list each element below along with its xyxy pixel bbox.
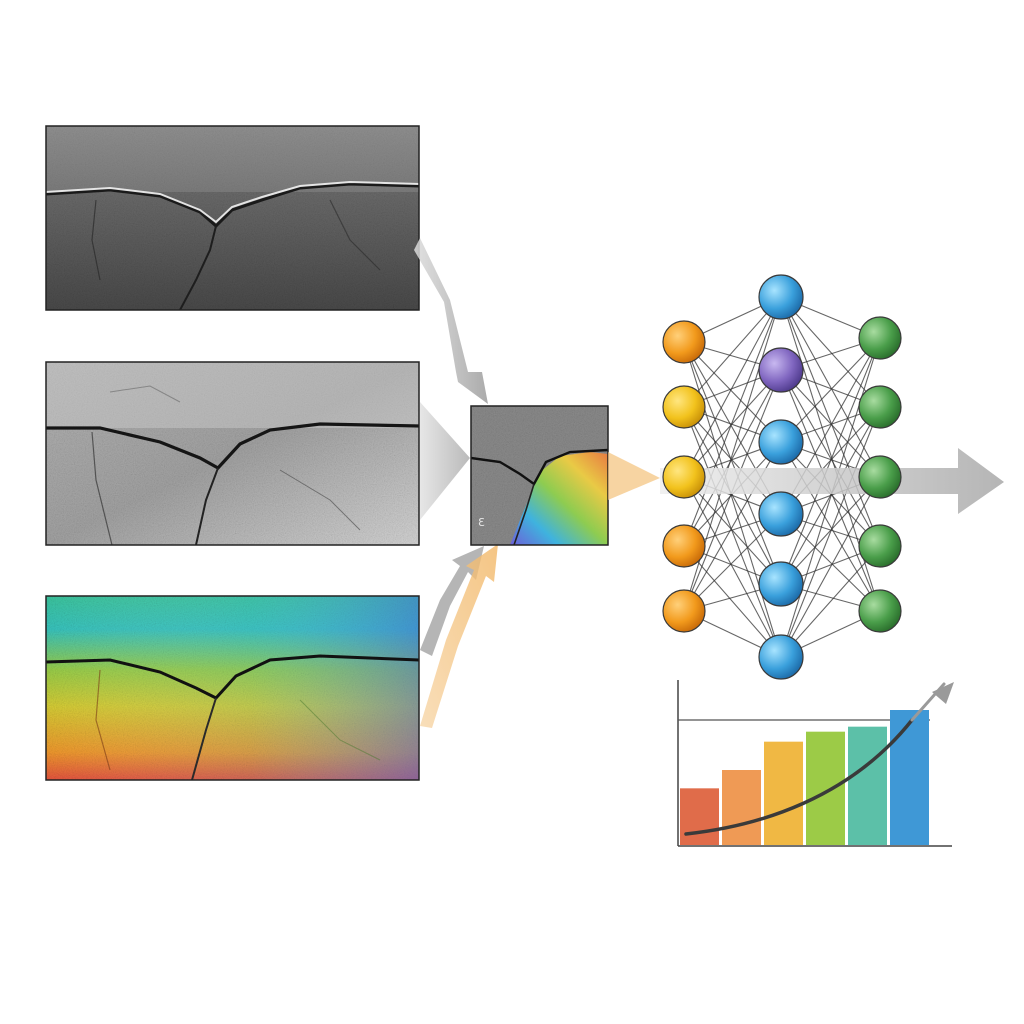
network-node-l3-4 <box>858 524 902 568</box>
fused-image-patch: Ɛ <box>471 406 608 545</box>
input-image-heatmap <box>46 596 419 780</box>
network-node-l1-3 <box>662 455 706 499</box>
chart-bar-3 <box>764 741 803 845</box>
chart-bar-5 <box>848 726 887 845</box>
input-image-grayscale <box>46 126 419 310</box>
chart-bar-6 <box>890 710 929 845</box>
chart-bar-2 <box>722 770 761 845</box>
network-edge <box>780 369 881 478</box>
arrow-orange-from-input-3 <box>420 544 498 728</box>
network-node-l3-3 <box>858 455 902 499</box>
chart-trend-arrowhead-tip <box>932 682 954 704</box>
network-edge <box>683 341 782 443</box>
input-2-frame <box>45 361 420 546</box>
network-edge <box>780 406 881 658</box>
network-edge <box>683 513 782 612</box>
fusion-arrows <box>414 238 498 728</box>
arrow-from-input-3 <box>420 546 484 656</box>
input-1-frame <box>45 125 420 311</box>
network-node-l1-2 <box>662 385 706 429</box>
network-edge <box>683 369 782 547</box>
network-edge <box>780 337 881 443</box>
network-edge <box>780 476 881 658</box>
network-node-l2-5 <box>758 561 804 607</box>
chart-trend-curve <box>684 718 914 836</box>
arrow-from-input-1 <box>414 238 488 404</box>
network-edge <box>780 513 881 612</box>
input-image-light-grayscale <box>46 362 419 545</box>
network-edge <box>683 296 782 478</box>
arrow-patch-to-network <box>608 452 660 500</box>
network-node-l3-5 <box>858 589 902 633</box>
network-edge <box>683 296 782 408</box>
network-edge <box>780 296 881 408</box>
input-3-frame <box>45 595 420 781</box>
network-nodes <box>662 274 902 680</box>
network-edge <box>683 296 782 547</box>
network-node-l2-3 <box>758 419 804 465</box>
network-edge <box>683 476 782 658</box>
network-edge <box>780 406 881 585</box>
chart-bar-4 <box>806 731 845 845</box>
network-node-l2-1 <box>758 274 804 320</box>
network-edge <box>780 337 881 658</box>
arrow-from-input-2 <box>420 402 470 520</box>
network-node-l2-6 <box>758 634 804 680</box>
network-node-l2-4 <box>758 491 804 537</box>
network-edge <box>780 369 881 547</box>
network-node-l1-4 <box>662 524 706 568</box>
network-edge <box>780 545 881 658</box>
network-edge <box>683 341 782 585</box>
chart-bar-1 <box>680 788 719 845</box>
patch-mark: Ɛ <box>478 516 485 529</box>
network-edge <box>780 476 881 585</box>
network-edge <box>780 296 881 478</box>
network-node-l2-2 <box>758 347 804 393</box>
network-node-l1-5 <box>662 589 706 633</box>
network-edge <box>683 369 782 478</box>
network-node-l3-2 <box>858 385 902 429</box>
network-edge <box>683 545 782 658</box>
network-edge <box>780 337 881 585</box>
result-bar-chart <box>677 680 954 847</box>
output-arrow <box>660 448 1004 514</box>
network-edge <box>683 406 782 658</box>
network-edge <box>780 296 881 547</box>
network-node-l3-1 <box>858 316 902 360</box>
network-edge <box>683 406 782 515</box>
network-node-l1-1 <box>662 320 706 364</box>
